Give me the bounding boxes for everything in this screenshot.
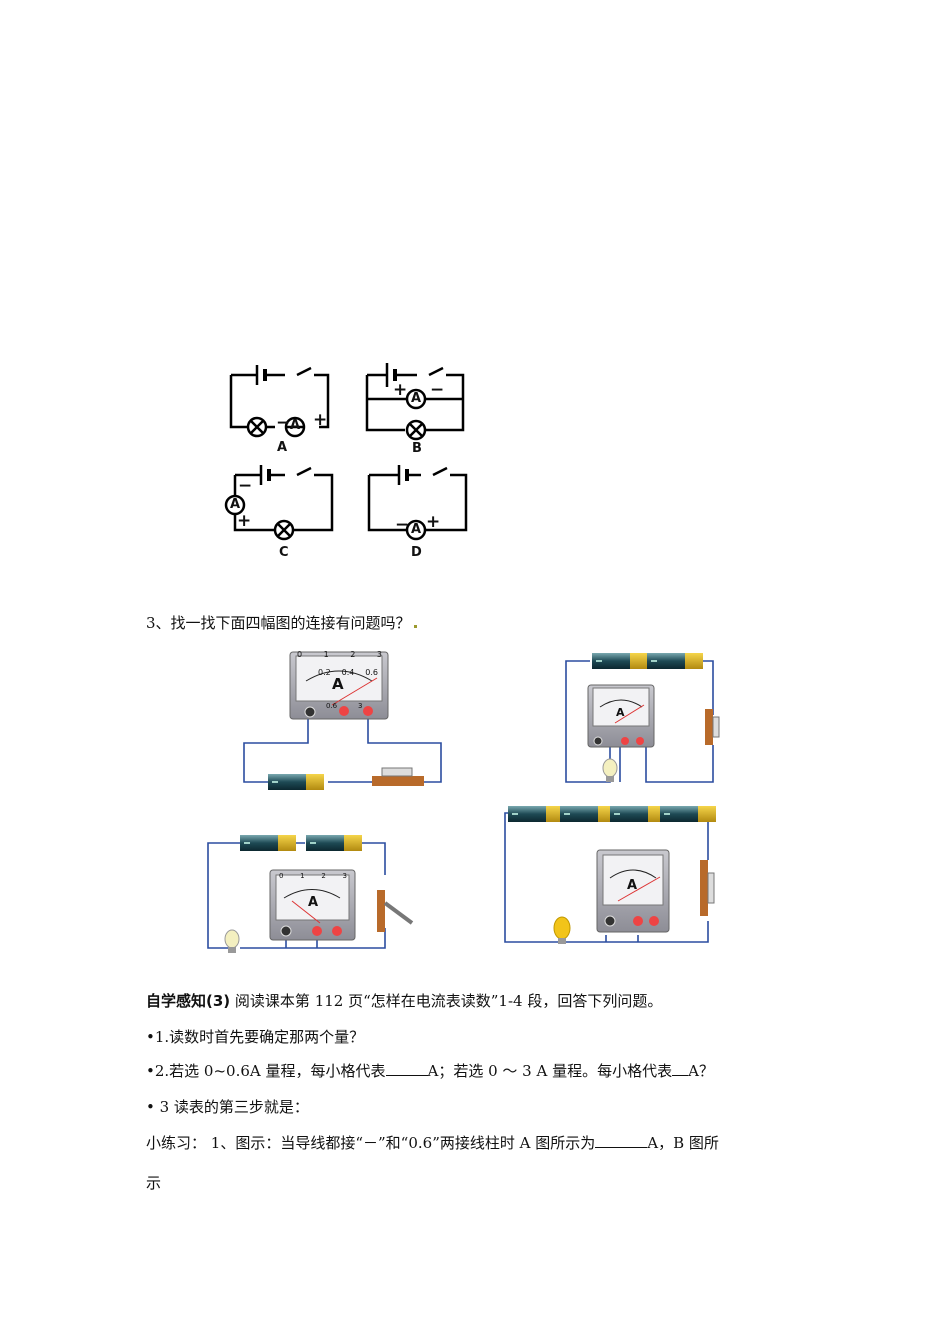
item-3: • 3 读表的第三步就是： [146,1098,309,1116]
circuit-d [367,465,468,541]
circuit-a [229,365,330,438]
ammeter-picture [596,849,670,933]
ammeter-symbol: A [230,497,241,512]
meter-unit: A [332,675,344,693]
ammeter-picture [289,651,389,720]
polarity-plus: + [426,512,441,532]
polarity-minus: − [430,380,445,400]
ammeter-picture [269,869,356,941]
meter-unit: A [308,895,319,910]
meter-unit: A [627,878,638,893]
meter-unit: A [616,706,625,719]
polarity-plus: + [237,511,252,531]
meter-terminal-06: 0.6 [326,702,338,710]
answer-blank[interactable] [672,1061,689,1076]
circuit-label-a: A [277,440,288,455]
item-1: •1.读数时首先要确定那两个量？ [146,1028,365,1046]
circuit-label-b: B [412,441,422,456]
section-heading: 自学感知(3) 阅读课本第 112 页“怎样在电流表读数”1-4 段，回答下列问… [146,992,663,1010]
meter-terminal-3: 3 [358,702,363,710]
polarity-plus: + [393,380,408,400]
polarity-minus: − [276,413,291,433]
ammeter-symbol: A [411,391,422,406]
circuit-diagrams [224,363,468,541]
ammeter-symbol: A [290,418,301,433]
question-3: 3、找一找下面四幅图的连接有问题吗？ [146,612,417,633]
circuit-label-c: C [279,545,289,560]
circuit-pictures [207,651,720,954]
circuit-b [365,363,465,441]
practice-continued: 示 [146,1174,162,1192]
polarity-minus: − [238,476,253,496]
ammeter-picture [587,684,655,748]
polarity-plus: + [313,410,328,430]
circuit-label-d: D [411,545,422,560]
ammeter-symbol: A [411,522,422,537]
polarity-minus: − [395,515,410,535]
answer-blank[interactable] [385,1061,428,1076]
answer-blank[interactable] [595,1133,648,1148]
circuit-c [224,465,334,541]
